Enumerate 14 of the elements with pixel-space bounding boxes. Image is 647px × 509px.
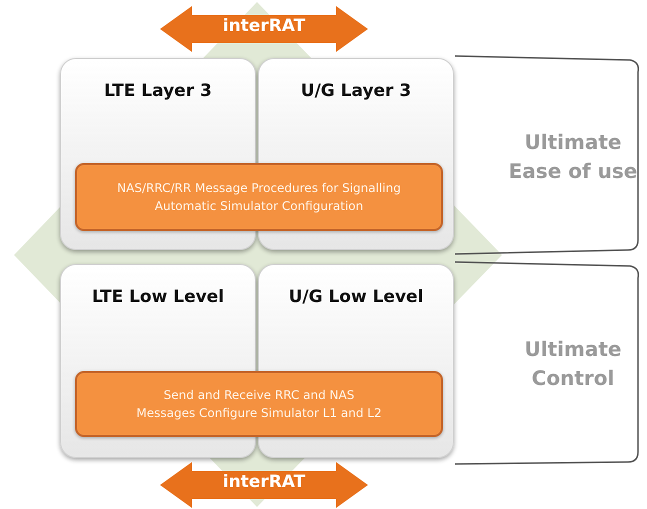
panel-heading: LTE Low Level: [90, 287, 226, 307]
bar-text: Send and Receive RRC and NAS Messages Configure Simulator L1 and L2: [135, 387, 383, 422]
arrow-label: interRAT: [222, 16, 306, 36]
arrow-label: interRAT: [222, 472, 306, 492]
function-bar: [75, 163, 443, 231]
function-bar: [75, 371, 443, 437]
bracket-label: Ultimate Control: [524, 336, 622, 392]
bar-text: NAS/RRC/RR Message Procedures for Signalling Automatic Simulator Configuration: [116, 180, 402, 215]
double-arrow-shape: [160, 462, 368, 508]
panel-heading: U/G Low Level: [288, 287, 424, 307]
bracket-label: Ultimate Ease of use: [508, 129, 638, 185]
panel-heading: U/G Layer 3: [300, 81, 412, 101]
panel-heading: LTE Layer 3: [103, 81, 213, 101]
double-arrow-shape: [160, 6, 368, 52]
